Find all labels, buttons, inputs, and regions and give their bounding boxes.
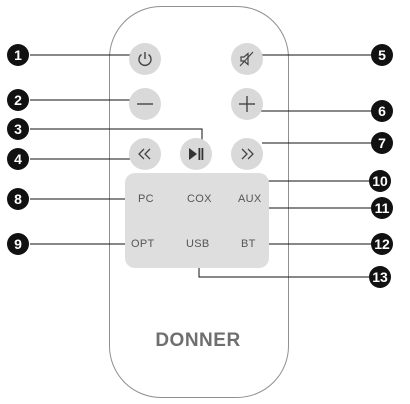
power-icon [138,52,152,66]
plus-icon [239,96,255,112]
brand-logo: DONNER [155,330,241,351]
callout-6: 6 [371,100,393,122]
volume-up-button[interactable] [231,88,263,120]
callout-13: 13 [369,266,391,288]
callout-2: 2 [7,89,29,111]
double-chevron-left-icon [138,148,151,160]
source-bt-button[interactable]: BT [241,238,256,250]
callout-7: 7 [371,132,393,154]
source-cox-button[interactable]: COX [187,193,212,205]
source-aux-button[interactable]: AUX [238,193,262,205]
callout-12: 12 [371,233,393,255]
source-usb-button[interactable]: USB [186,238,210,250]
next-button[interactable] [231,138,263,170]
callout-5: 5 [371,44,393,66]
source-panel [125,173,269,268]
callout-4: 4 [7,148,29,170]
volume-down-button[interactable] [129,88,161,120]
callout-8: 8 [7,188,29,210]
power-button[interactable] [129,43,161,75]
source-opt-button[interactable]: OPT [131,238,155,250]
callout-10: 10 [369,170,391,192]
minus-icon [137,103,153,105]
callout-11: 11 [371,197,393,219]
previous-button[interactable] [129,138,161,170]
source-pc-button[interactable]: PC [138,193,154,205]
double-chevron-right-icon [241,148,254,160]
play-pause-button[interactable] [180,138,212,170]
callout-1: 1 [7,44,29,66]
mute-icon [239,51,254,67]
callout-3: 3 [7,118,29,140]
callout-9: 9 [7,233,29,255]
play-pause-icon [189,148,204,160]
mute-button[interactable] [231,43,263,75]
